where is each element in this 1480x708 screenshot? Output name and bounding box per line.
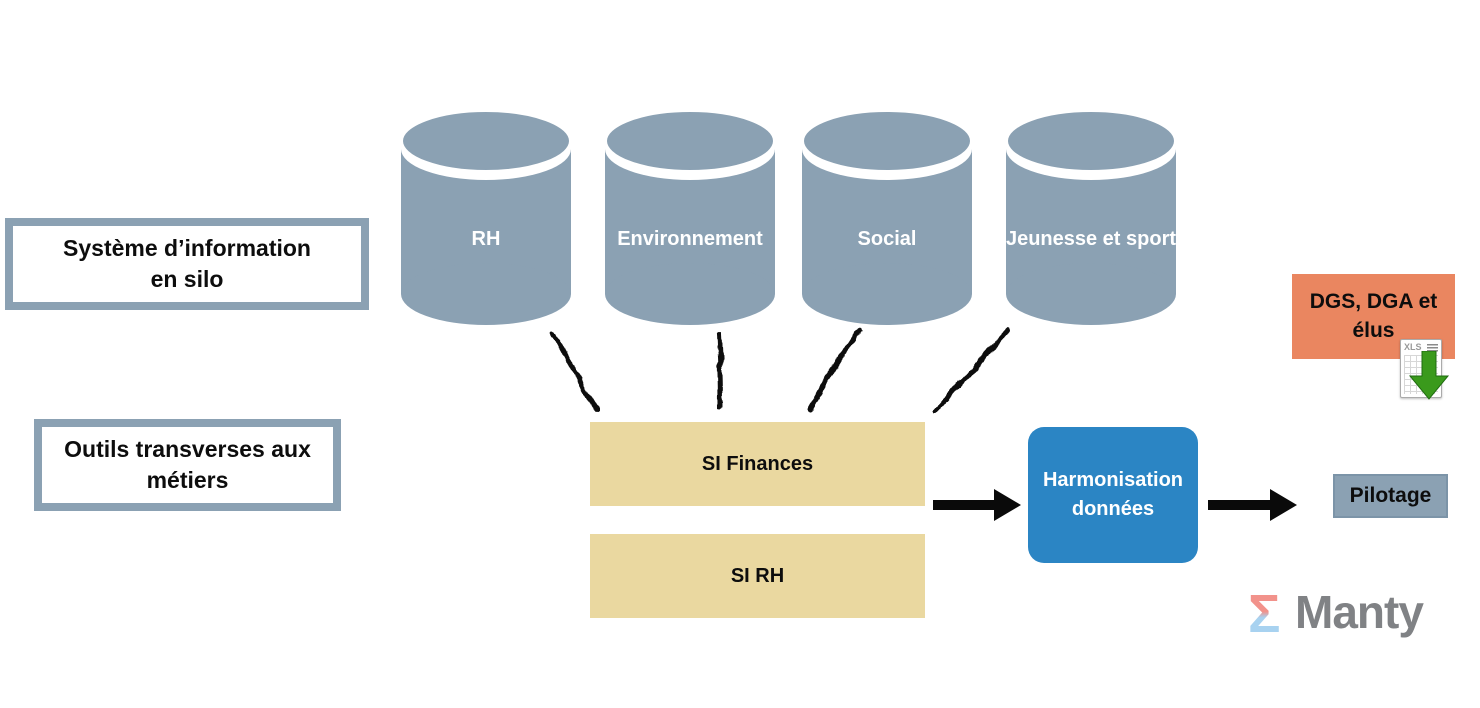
database-cylinder-icon	[399, 108, 573, 327]
silo-cylinder-label: RH	[471, 228, 501, 250]
database-cylinder-icon	[603, 108, 777, 327]
tool-box-label: SI Finances	[701, 452, 814, 475]
recipients-box: DGS, DGA et élus	[1292, 274, 1455, 359]
manty-logo: Σ Manty	[1248, 584, 1424, 640]
sigma-logo-icon: Σ	[1248, 584, 1280, 640]
silo-cylinder-rh: RH	[399, 94, 573, 328]
transverse-caption-label: Outils transverses aux métiers	[64, 435, 311, 493]
silo-cylinder-social: Social	[800, 94, 974, 328]
arrow-harmonisation-to-pilotage	[1208, 489, 1297, 521]
recipients-label: DGS, DGA et élus	[1309, 290, 1438, 342]
tool-box-label: SI RH	[730, 564, 785, 587]
pilotage-label: Pilotage	[1349, 484, 1432, 507]
silo-cylinder-label: Social	[857, 228, 917, 250]
transverse-caption-box: Outils transverses aux métiers	[34, 419, 341, 511]
xls-file-label: XLS	[1404, 342, 1422, 352]
download-arrow-icon	[1408, 351, 1450, 400]
database-cylinder-icon	[1004, 108, 1178, 327]
scribble-link-social-finances	[807, 327, 861, 413]
pilotage-box: Pilotage	[1333, 474, 1448, 518]
scribble-link-rh-finances	[550, 329, 600, 413]
database-cylinder-icon	[800, 108, 974, 327]
tool-box-si-finances: SI Finances	[590, 422, 925, 506]
silo-caption-label: Système d’information en silo	[63, 234, 311, 292]
silo-cylinder-jeunesse-et-sport: Jeunesse et sport	[1004, 94, 1178, 328]
sigma-glyph: Σ	[1248, 584, 1280, 640]
tool-box-si-rh: SI RH	[590, 534, 925, 618]
xls-toolbar-decoration	[1427, 344, 1438, 352]
scribble-link-jeunesse-finances	[933, 328, 1011, 414]
harmonisation-label: Harmonisation données	[1042, 469, 1184, 520]
silo-cylinder-label: Jeunesse et sport	[1005, 228, 1177, 250]
manty-logo-text: Manty	[1295, 586, 1424, 638]
harmonisation-box: Harmonisation données	[1028, 427, 1198, 563]
silo-cylinder-environnement: Environnement	[603, 94, 777, 328]
arrow-finances-to-harmonisation	[933, 489, 1021, 521]
silo-caption-box: Système d’information en silo	[5, 218, 369, 310]
silo-cylinder-label: Environnement	[617, 228, 763, 250]
scribble-link-env-finances	[716, 331, 724, 411]
